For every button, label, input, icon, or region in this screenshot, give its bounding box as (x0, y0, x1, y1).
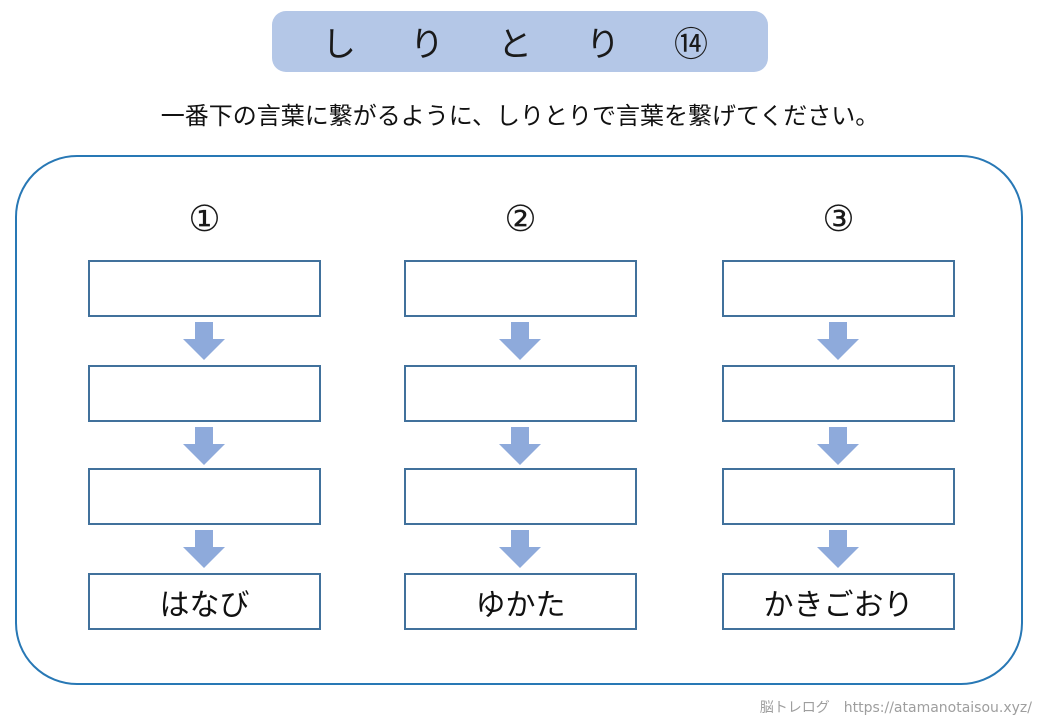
answer-box-blank[interactable] (88, 468, 321, 525)
answer-box-blank[interactable] (722, 365, 955, 422)
down-arrow-icon (183, 530, 225, 568)
seed-word-box: かきごおり (722, 573, 955, 630)
answer-box-blank[interactable] (88, 260, 321, 317)
page-title: し り と り ⑭ (322, 25, 718, 65)
column-number-label: ② (504, 199, 537, 240)
seed-word-box: はなび (88, 573, 321, 630)
column-number-label: ③ (822, 199, 855, 240)
down-arrow-icon (817, 322, 859, 360)
down-arrow-icon (817, 530, 859, 568)
down-arrow-icon (817, 427, 859, 465)
answer-box-blank[interactable] (404, 468, 637, 525)
title-banner: し り と り ⑭ (272, 11, 768, 72)
down-arrow-icon (183, 427, 225, 465)
footer-credit: 脳トレログ https://atamanotaisou.xyz/ (759, 700, 1032, 716)
answer-box-blank[interactable] (722, 260, 955, 317)
word-chain-column-3: ③ かきごおり (722, 197, 955, 637)
answer-box-blank[interactable] (722, 468, 955, 525)
word-chain-column-1: ① はなび (88, 197, 321, 637)
answer-box-blank[interactable] (404, 365, 637, 422)
instruction-text: 一番下の言葉に繋がるように、しりとりで言葉を繋げてください。 (160, 102, 880, 130)
seed-word: はなび (159, 587, 250, 623)
answer-box-blank[interactable] (404, 260, 637, 317)
seed-word: かきごおり (763, 587, 914, 623)
down-arrow-icon (499, 322, 541, 360)
word-chain-column-2: ② ゆかた (404, 197, 637, 637)
column-number-label: ① (188, 199, 221, 240)
seed-word: ゆかた (475, 587, 566, 623)
down-arrow-icon (499, 530, 541, 568)
down-arrow-icon (183, 322, 225, 360)
seed-word-box: ゆかた (404, 573, 637, 630)
answer-box-blank[interactable] (88, 365, 321, 422)
down-arrow-icon (499, 427, 541, 465)
